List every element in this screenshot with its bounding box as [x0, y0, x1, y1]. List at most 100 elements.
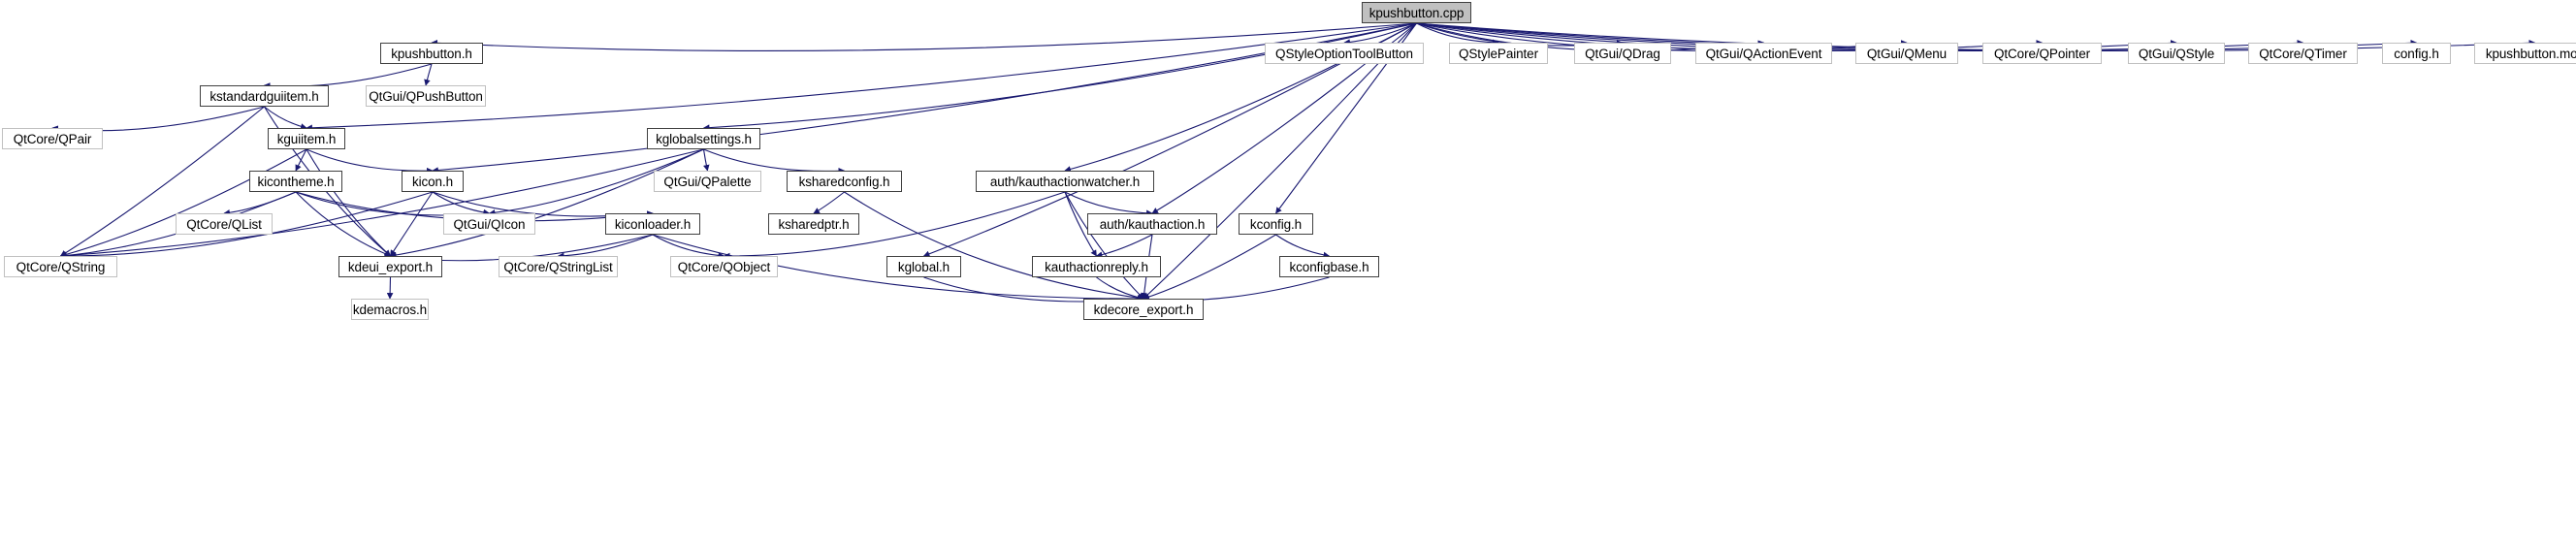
graph-edge	[295, 148, 307, 172]
graph-node-label: QtCore/QStringList	[503, 259, 613, 274]
graph-node-label: ksharedptr.h	[778, 216, 850, 232]
graph-node-kicontheme-h[interactable]: kicontheme.h	[249, 171, 342, 192]
graph-node-ksharedconfig-h[interactable]: ksharedconfig.h	[787, 171, 902, 192]
graph-edge	[431, 22, 1417, 52]
graph-edge	[59, 148, 307, 258]
graph-node-QtGui-QMenu[interactable]: QtGui/QMenu	[1855, 43, 1958, 64]
graph-node-label: config.h	[2394, 46, 2439, 61]
graph-edge	[1275, 234, 1331, 259]
graph-edge	[703, 148, 846, 175]
graph-edge	[51, 106, 265, 132]
graph-node-label: kpushbutton.cpp	[1368, 5, 1465, 20]
graph-edge	[1096, 276, 1144, 301]
graph-edge	[306, 148, 391, 257]
graph-edge	[264, 106, 307, 130]
graph-edge	[1343, 22, 1417, 46]
graph-edge	[557, 234, 654, 260]
graph-edge	[1416, 22, 2536, 52]
graph-node-QtGui-QIcon[interactable]: QtGui/QIcon	[443, 213, 535, 235]
graph-node-QtCore-QPair[interactable]: QtCore/QPair	[2, 128, 103, 149]
graph-node-label: kpushbutton.h	[391, 46, 472, 61]
graph-node-QtCore-QObject[interactable]: QtCore/QObject	[670, 256, 778, 277]
graph-edge	[59, 191, 434, 260]
graph-node-kglobalsettings-h[interactable]: kglobalsettings.h	[647, 128, 760, 149]
graph-node-label: kdecore_export.h	[1093, 302, 1194, 317]
graph-node-QtCore-QList[interactable]: QtCore/QList	[176, 213, 273, 235]
graph-edge	[702, 148, 710, 172]
graph-node-QtCore-QPointer[interactable]: QtCore/QPointer	[1982, 43, 2102, 64]
graph-node-kstandardguiitem-h[interactable]: kstandardguiitem.h	[200, 85, 329, 107]
graph-node-label: QtGui/QDrag	[1585, 46, 1660, 61]
graph-edge	[813, 191, 845, 214]
graph-node-label: kguiitem.h	[276, 131, 337, 146]
graph-node-label: QtCore/QTimer	[2259, 46, 2347, 61]
graph-edge	[1416, 22, 1499, 47]
graph-edge	[59, 148, 704, 259]
graph-node-label: auth/kauthaction.h	[1099, 216, 1206, 232]
graph-edge	[1064, 191, 1144, 300]
graph-node-QtCore-QStringList[interactable]: QtCore/QStringList	[499, 256, 618, 277]
graph-edge	[1143, 234, 1276, 301]
graph-node-QtCore-QString[interactable]: QtCore/QString	[4, 256, 117, 277]
graph-node-kconfigbase-h[interactable]: kconfigbase.h	[1279, 256, 1379, 277]
graph-node-label: kglobalsettings.h	[656, 131, 752, 146]
graph-node-QStyleOptionToolButton[interactable]: QStyleOptionToolButton	[1265, 43, 1424, 64]
graph-node-label: QtGui/QIcon	[453, 216, 526, 232]
graph-edge	[389, 148, 704, 259]
graph-node-QtGui-QActionEvent[interactable]: QtGui/QActionEvent	[1695, 43, 1832, 64]
graph-node-QtGui-QPalette[interactable]: QtGui/QPalette	[654, 171, 761, 192]
graph-node-kauthactionwatcher-h[interactable]: auth/kauthactionwatcher.h	[976, 171, 1154, 192]
graph-node-kpushbutton-moc[interactable]: kpushbutton.moc	[2474, 43, 2576, 64]
graph-edge	[59, 191, 297, 259]
graph-node-label: QtCore/QPair	[13, 131, 92, 146]
graph-node-label: QStyleOptionToolButton	[1275, 46, 1413, 61]
graph-node-label: QtGui/QStyle	[2138, 46, 2215, 61]
graph-edge	[652, 234, 725, 259]
graph-edge	[59, 106, 265, 257]
graph-node-label: QtGui/QMenu	[1866, 46, 1948, 61]
graph-node-QStylePainter[interactable]: QStylePainter	[1449, 43, 1548, 64]
graph-node-label: QtCore/QPointer	[1993, 46, 2091, 61]
graph-node-label: ksharedconfig.h	[798, 174, 890, 189]
graph-node-label: QtGui/QActionEvent	[1705, 46, 1822, 61]
graph-node-QtCore-QTimer[interactable]: QtCore/QTimer	[2248, 43, 2358, 64]
graph-node-label: kauthactionreply.h	[1045, 259, 1148, 274]
graph-node-label: QtGui/QPalette	[663, 174, 752, 189]
graph-node-kconfig-h[interactable]: kconfig.h	[1239, 213, 1313, 235]
graph-node-label: kdeui_export.h	[347, 259, 434, 274]
graph-edge	[432, 191, 491, 216]
graph-node-label: kpushbutton.moc	[2485, 46, 2576, 61]
graph-edge	[1064, 191, 1153, 217]
graph-node-label: QtGui/QPushButton	[369, 88, 483, 104]
graph-node-kicon-h[interactable]: kicon.h	[402, 171, 464, 192]
graph-edge	[295, 191, 392, 257]
graph-node-label: kdemacros.h	[352, 302, 428, 317]
graph-node-label: kicon.h	[411, 174, 454, 189]
graph-node-config-h[interactable]: config.h	[2382, 43, 2451, 64]
graph-node-kiconloader-h[interactable]: kiconloader.h	[605, 213, 700, 235]
graph-node-label: QtCore/QString	[16, 259, 106, 274]
graph-node-kpushbutton-h[interactable]: kpushbutton.h	[380, 43, 483, 64]
graph-edge	[702, 22, 1417, 131]
graph-edge	[1095, 234, 1153, 258]
graph-node-QtGui-QStyle[interactable]: QtGui/QStyle	[2128, 43, 2225, 64]
graph-edge	[424, 63, 433, 86]
graph-edge	[306, 148, 434, 175]
graph-node-kdemacros-h[interactable]: kdemacros.h	[351, 299, 429, 320]
graph-node-kguiitem-h[interactable]: kguiitem.h	[268, 128, 345, 149]
graph-edge	[386, 276, 394, 300]
graph-node-label: kicontheme.h	[257, 174, 335, 189]
graph-node-QtGui-QDrag[interactable]: QtGui/QDrag	[1574, 43, 1671, 64]
graph-node-ksharedptr-h[interactable]: ksharedptr.h	[768, 213, 859, 235]
graph-node-kdeui-export-h[interactable]: kdeui_export.h	[338, 256, 442, 277]
graph-edge	[223, 191, 297, 216]
graph-node-kglobal-h[interactable]: kglobal.h	[886, 256, 961, 277]
graph-edge	[844, 191, 1144, 302]
graph-edge	[1064, 191, 1097, 257]
graph-node-kauthaction-h[interactable]: auth/kauthaction.h	[1087, 213, 1217, 235]
graph-node-kpushbutton-cpp[interactable]: kpushbutton.cpp	[1362, 2, 1471, 23]
graph-node-kdecore-export-h[interactable]: kdecore_export.h	[1083, 299, 1204, 320]
graph-node-QtGui-QPushButton[interactable]: QtGui/QPushButton	[366, 85, 486, 107]
graph-edge	[652, 234, 1144, 303]
graph-node-kauthactionreply-h[interactable]: kauthactionreply.h	[1032, 256, 1161, 277]
